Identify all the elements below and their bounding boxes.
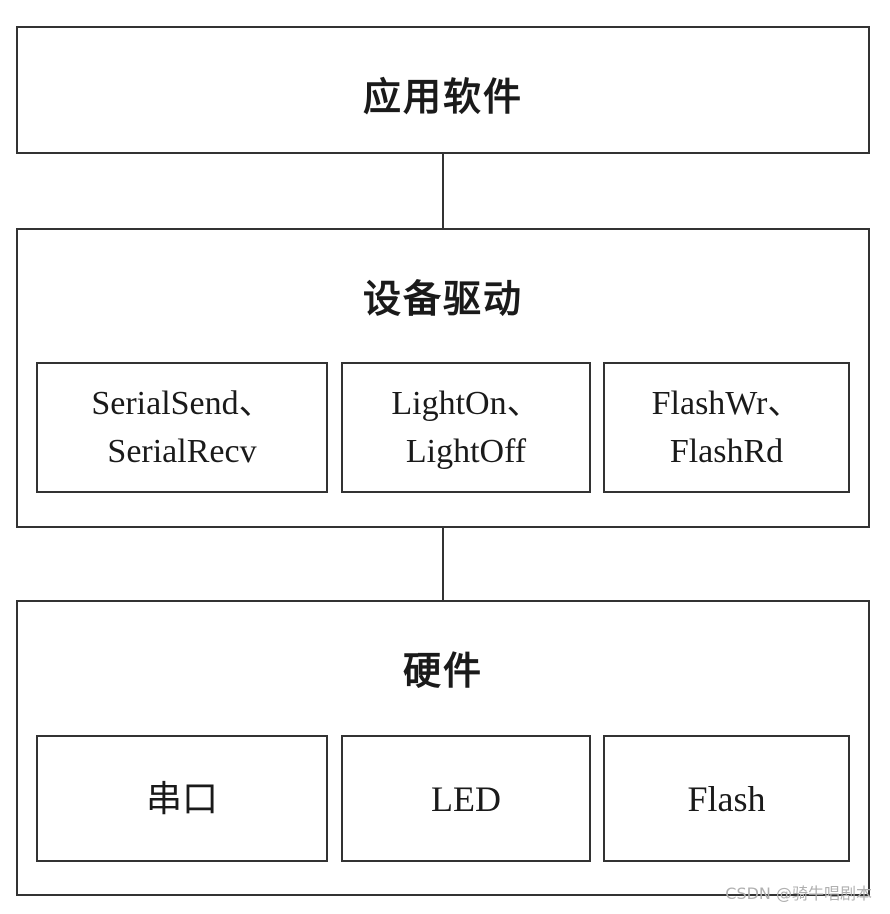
driver-module-serial: SerialSend、 SerialRecv <box>36 362 328 493</box>
driver-layer-title: 设备驱动 <box>362 277 523 321</box>
driver-module-flash: FlashWr、 FlashRd <box>603 362 850 493</box>
app-layer-box: 应用软件 <box>16 26 870 154</box>
app-layer-title: 应用软件 <box>362 75 523 119</box>
hardware-module-serial-port: 串口 <box>36 735 328 862</box>
driver-module-light-line1: LightOn、 <box>391 384 541 422</box>
driver-module-flash-line1: FlashWr、 <box>651 384 802 422</box>
hardware-module-flash-label: Flash <box>687 778 766 819</box>
connector-driver-hardware <box>442 528 444 600</box>
hardware-module-led-label: LED <box>431 778 501 819</box>
hardware-module-serial-port-label: 串口 <box>145 778 218 819</box>
driver-module-serial-line1: SerialSend、 <box>91 384 273 422</box>
driver-layer-box: 设备驱动 <box>16 228 870 528</box>
hardware-module-led: LED <box>341 735 591 862</box>
watermark-text: CSDN @骑牛唱剧本 <box>725 884 872 903</box>
hardware-module-flash: Flash <box>603 735 850 862</box>
hardware-layer-title: 硬件 <box>402 649 483 693</box>
driver-module-light-line2: LightOff <box>405 432 527 470</box>
driver-module-serial-line2: SerialRecv <box>107 432 257 470</box>
driver-module-flash-line2: FlashRd <box>669 432 784 470</box>
hardware-layer-box: 硬件 <box>16 600 870 896</box>
driver-module-light: LightOn、 LightOff <box>341 362 591 493</box>
connector-app-driver <box>442 154 444 228</box>
